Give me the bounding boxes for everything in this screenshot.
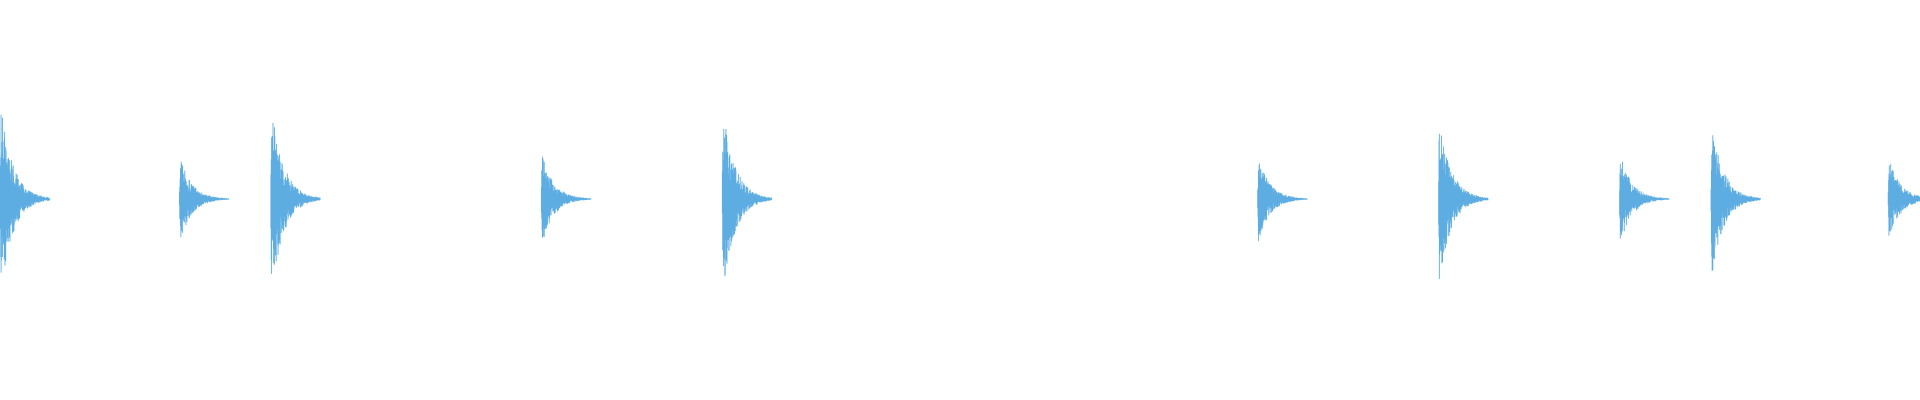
waveform-transient [270,122,321,274]
waveform-samples [1887,164,1920,236]
waveform-transient [1710,135,1761,271]
waveform-transient [178,161,230,238]
waveform-samples [1710,135,1761,271]
waveform-samples [721,129,773,277]
waveform-transient [0,114,51,273]
waveform-transient [721,129,773,277]
waveform-samples [1619,161,1670,239]
waveform-samples [0,114,51,273]
waveform-samples [1438,133,1489,279]
waveform-samples [540,156,592,238]
waveform-transient [540,156,592,238]
waveform-samples [270,122,321,274]
waveform-transient [1257,163,1308,242]
waveform-transient [1887,164,1920,236]
waveform-transient [1438,133,1489,279]
waveform-transient [1619,161,1670,239]
waveform-samples [1257,163,1308,242]
waveform-samples [178,161,230,238]
